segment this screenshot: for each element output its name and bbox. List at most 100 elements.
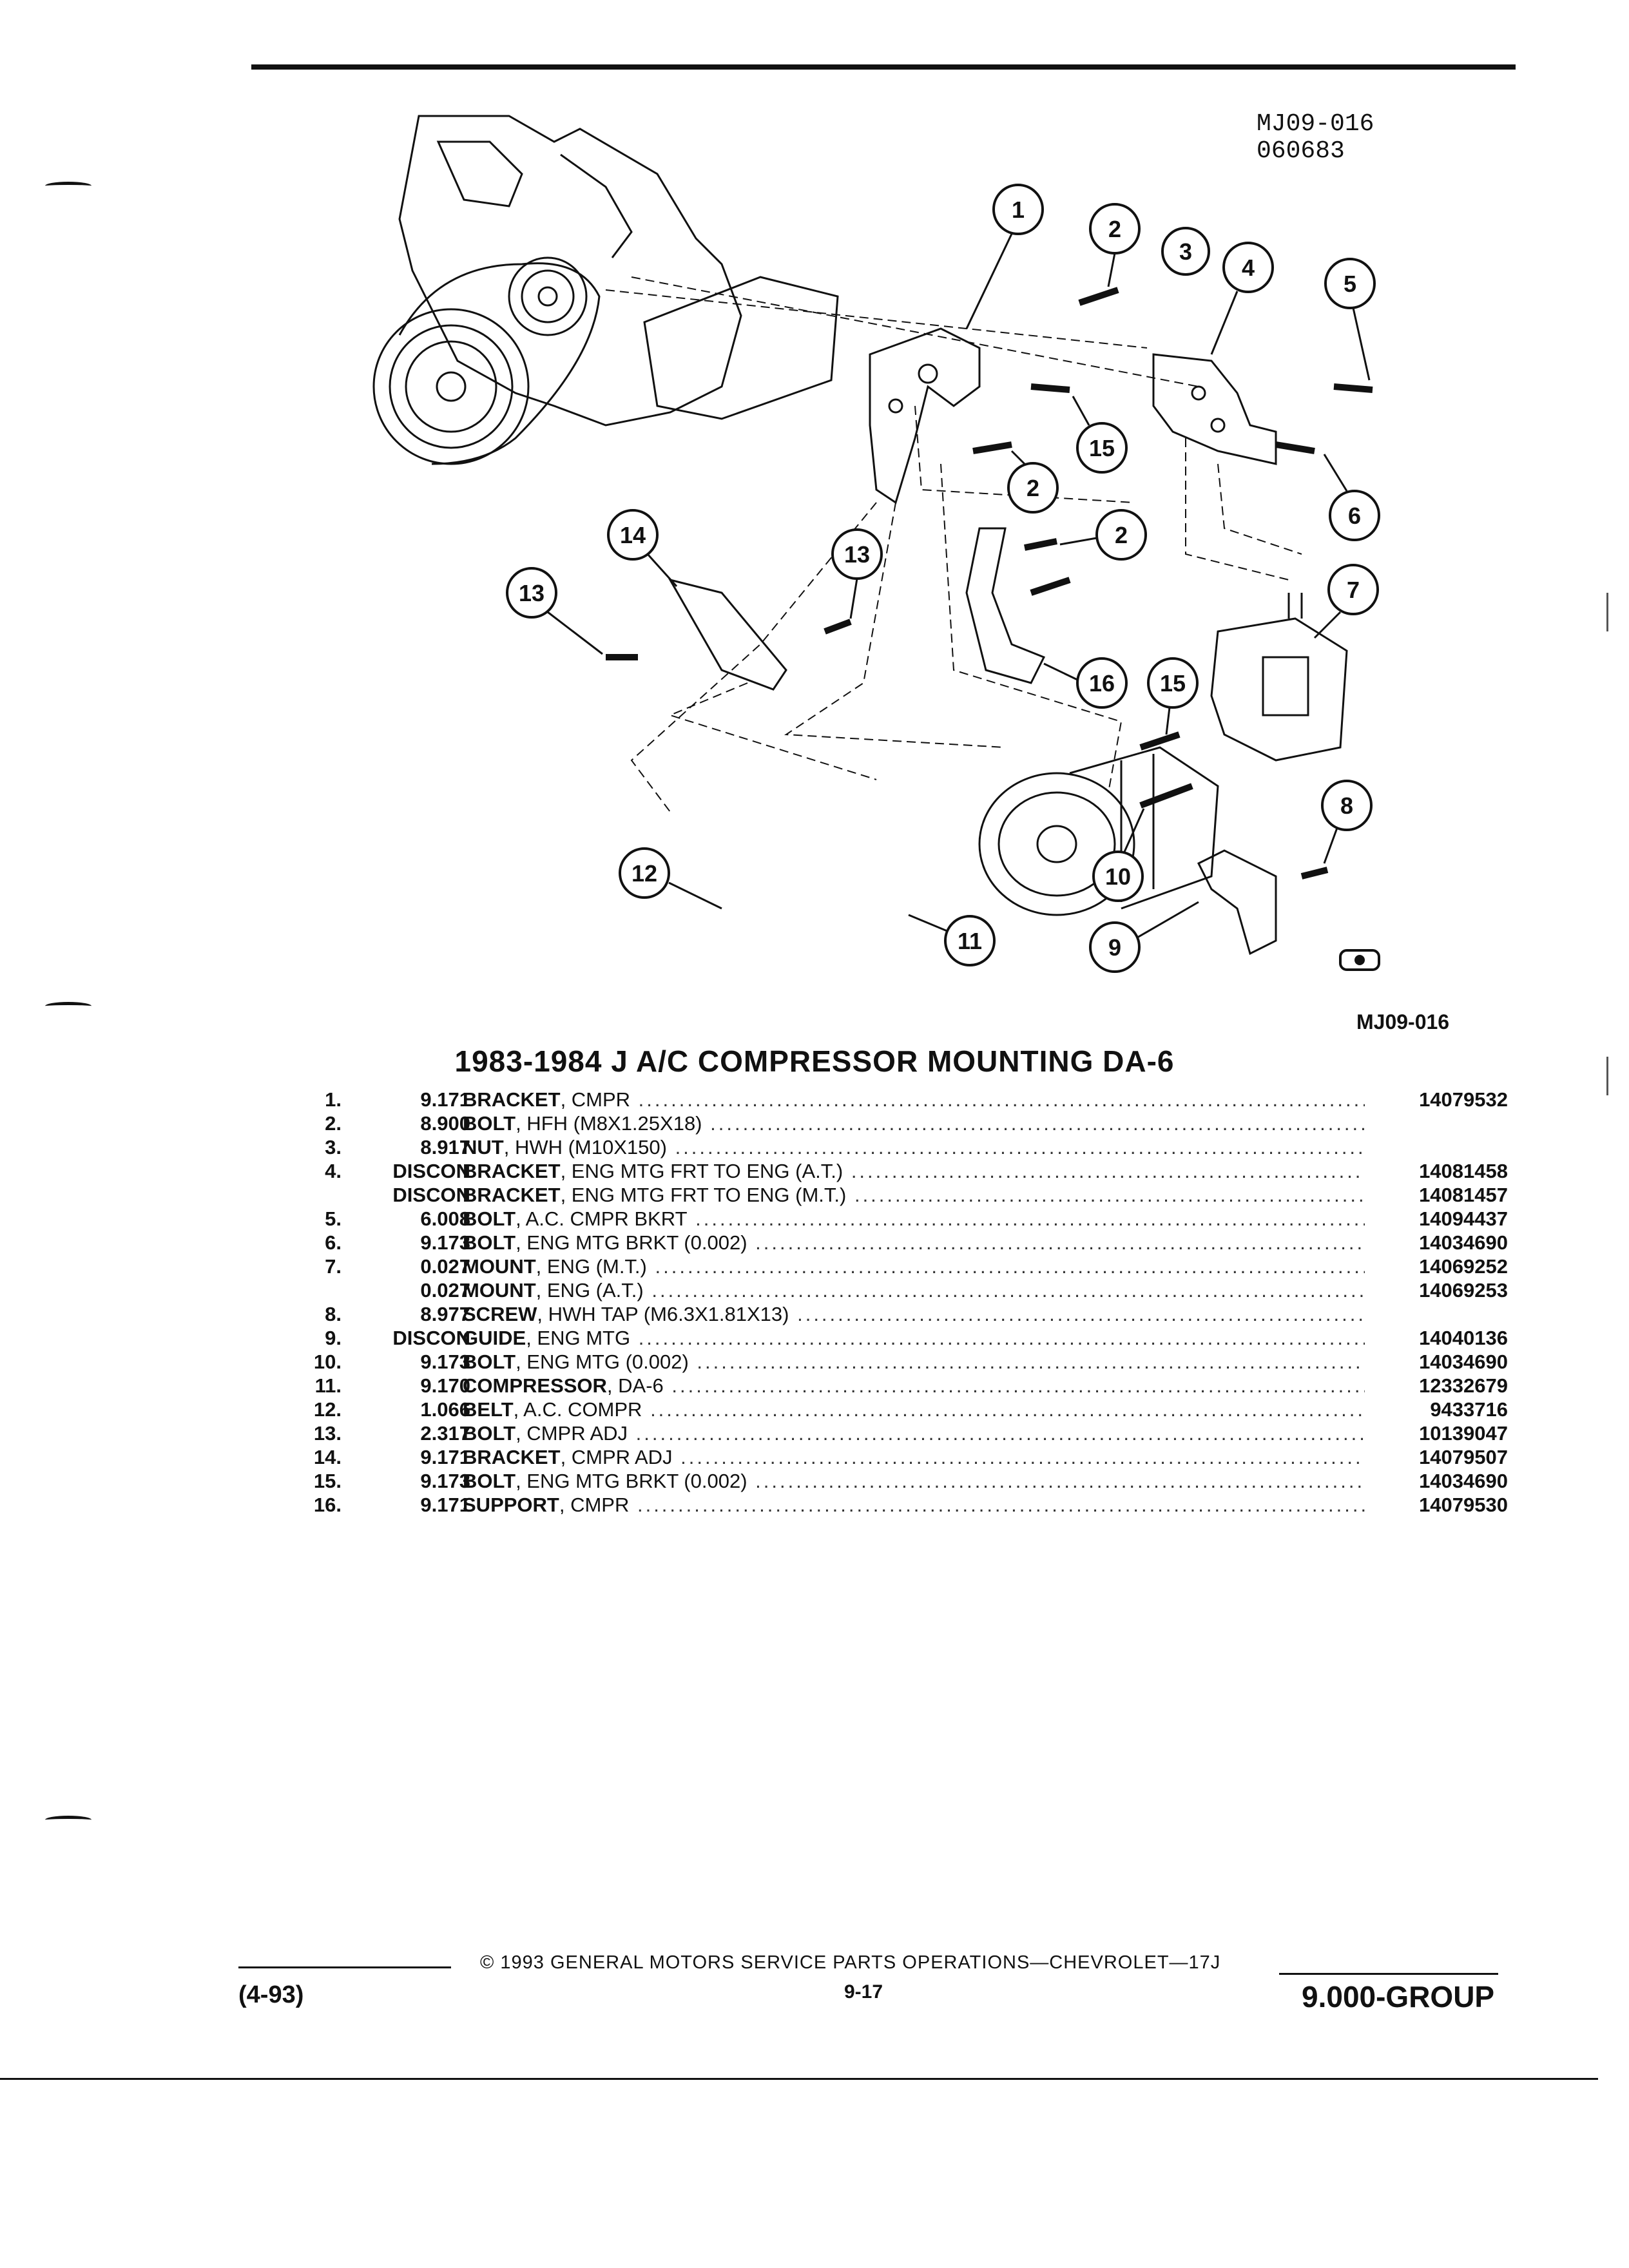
item-number: 11. xyxy=(314,1374,342,1397)
svg-text:5: 5 xyxy=(1344,271,1356,297)
callout-7: 7 xyxy=(1313,564,1379,639)
svg-text:16: 16 xyxy=(1089,670,1115,697)
item-description: BOLT, A.C. CMPR BKRT ...................… xyxy=(463,1207,1365,1231)
item-detail: , ENG MTG BRKT (0.002) xyxy=(516,1231,747,1254)
item-name: BOLT xyxy=(463,1207,516,1230)
svg-text:12: 12 xyxy=(631,860,657,887)
item-name: BOLT xyxy=(463,1422,516,1445)
group-number: 8.977 xyxy=(420,1303,470,1325)
item-number: 8. xyxy=(325,1303,342,1325)
item-detail: , HWH TAP (M6.3X1.81X13) xyxy=(537,1303,789,1325)
item-number: 12. xyxy=(313,1398,342,1421)
item-description: MOUNT, ENG (M.T.) ......................… xyxy=(463,1254,1365,1278)
footer-rule-right xyxy=(1279,1973,1498,1975)
item-name: BELT xyxy=(463,1398,514,1421)
figure-code-line-2: 060683 xyxy=(1257,137,1345,165)
engine-mount-bracket xyxy=(1152,353,1277,465)
item-name: SUPPORT xyxy=(463,1494,559,1516)
svg-text:14: 14 xyxy=(620,522,646,548)
leader-dots: ........................................… xyxy=(688,1350,1365,1373)
footer-revision-date: (4-93) xyxy=(238,1981,304,2008)
svg-text:1: 1 xyxy=(1012,197,1025,223)
item-detail: , ENG MTG (0.002) xyxy=(516,1350,689,1373)
item-description: SUPPORT, CMPR ..........................… xyxy=(463,1493,1365,1517)
margin-tick xyxy=(1606,1057,1608,1095)
top-rule xyxy=(251,64,1516,70)
item-detail: , A.C. COMPR xyxy=(513,1398,642,1421)
item-detail: , CMPR ADJ xyxy=(516,1422,628,1445)
part-number: 9433716 xyxy=(1430,1398,1508,1421)
group-number: 0.027 xyxy=(420,1279,470,1302)
leader-dots: ........................................… xyxy=(755,1470,1365,1492)
item-description: GUIDE, ENG MTG .........................… xyxy=(463,1326,1365,1350)
leader-dots: ........................................… xyxy=(630,1088,1365,1111)
callout-14: 14 xyxy=(607,509,678,588)
item-number: 15. xyxy=(313,1470,342,1492)
leader-dots: ........................................… xyxy=(663,1374,1365,1397)
item-name: BOLT xyxy=(463,1112,516,1135)
part-number: 10139047 xyxy=(1419,1422,1508,1445)
svg-text:15: 15 xyxy=(1160,670,1186,697)
engine-block xyxy=(398,115,742,427)
part-number: 14069252 xyxy=(1419,1255,1508,1278)
alternator-pulley xyxy=(508,256,588,336)
callout-12: 12 xyxy=(619,847,722,910)
callout-3: 3 xyxy=(1161,227,1210,276)
callout-15-lower: 15 xyxy=(1147,657,1199,735)
leader-dots: ........................................… xyxy=(672,1446,1365,1468)
item-name: BRACKET xyxy=(463,1184,561,1206)
callout-5: 5 xyxy=(1324,258,1376,381)
part-number: 14079530 xyxy=(1419,1494,1508,1516)
item-name: SCREW xyxy=(463,1303,537,1325)
group-number: 9.173 xyxy=(420,1470,470,1492)
group-number: 9.173 xyxy=(420,1231,470,1254)
item-description: BRACKET, ENG MTG FRT TO ENG (M.T.) .....… xyxy=(463,1183,1365,1207)
item-detail: , CMPR xyxy=(559,1494,630,1516)
item-name: NUT xyxy=(463,1136,504,1158)
part-number: 14034690 xyxy=(1419,1231,1508,1254)
footer-page-number: 9-17 xyxy=(844,1981,883,2003)
callout-16: 16 xyxy=(1043,657,1128,709)
item-name: BRACKET xyxy=(463,1446,561,1468)
group-number: 9.171 xyxy=(420,1446,470,1468)
part-number: 14094437 xyxy=(1419,1207,1508,1230)
item-number: 6. xyxy=(325,1231,342,1254)
part-number: 14079507 xyxy=(1419,1446,1508,1468)
leader-dots: ........................................… xyxy=(710,1112,1365,1135)
item-number: 13. xyxy=(313,1422,342,1445)
leader-dots: ........................................… xyxy=(642,1398,1365,1421)
page-title: 1983-1984 J A/C COMPRESSOR MOUNTING DA-6 xyxy=(454,1044,1175,1078)
group-number: 9.171 xyxy=(420,1494,470,1516)
group-number: 1.066 xyxy=(420,1398,470,1421)
bottom-rule xyxy=(0,2078,1598,2080)
group-number: 6.008 xyxy=(420,1207,470,1230)
item-description: BOLT, ENG MTG (0.002) ..................… xyxy=(463,1350,1365,1374)
part-number: 14081457 xyxy=(1419,1184,1508,1206)
compressor-body xyxy=(978,772,1135,916)
group-number: DISCON xyxy=(392,1160,470,1182)
item-detail: , ENG MTG xyxy=(526,1327,631,1349)
item-detail: , ENG MTG BRKT (0.002) xyxy=(516,1470,747,1492)
svg-text:2: 2 xyxy=(1027,475,1039,501)
svg-text:6: 6 xyxy=(1348,503,1361,529)
leader-dots: ........................................… xyxy=(687,1207,1365,1230)
part-number: 14040136 xyxy=(1419,1327,1508,1349)
item-detail: , CMPR ADJ xyxy=(560,1446,673,1468)
item-name: MOUNT xyxy=(463,1255,536,1278)
item-number: 1. xyxy=(325,1088,342,1111)
item-number: 3. xyxy=(325,1136,342,1158)
item-description: MOUNT, ENG (A.T.) ......................… xyxy=(463,1278,1365,1302)
group-number: 0.027 xyxy=(420,1255,470,1278)
callout-2-middle: 2 xyxy=(1007,450,1059,514)
